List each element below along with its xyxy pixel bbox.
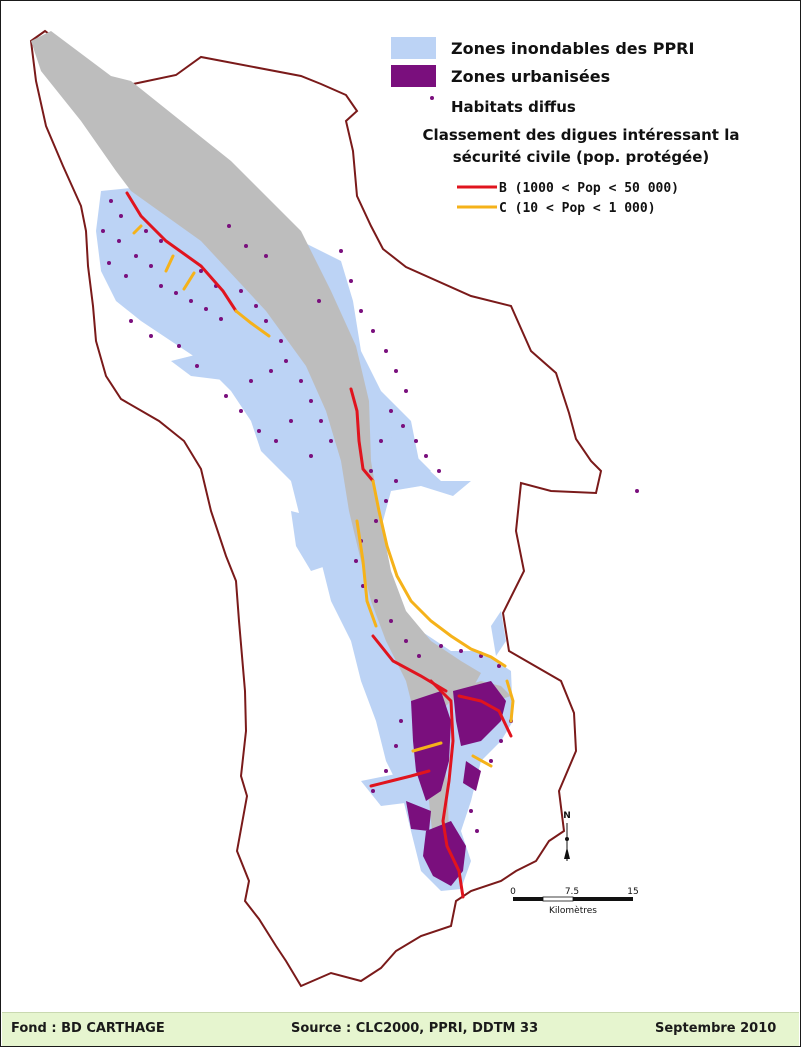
north-arrow-icon: N <box>563 811 571 861</box>
legend-flood-swatch <box>391 37 436 59</box>
dikes-class-c <box>132 224 515 768</box>
north-arrow-label: N <box>563 811 571 821</box>
footer-basemap: Fond : BD CARTHAGE <box>11 1021 165 1036</box>
legend-dikes-title-1: Classement des digues intéressant la <box>423 126 740 144</box>
legend-dikes-title-2: sécurité civile (pop. protégée) <box>453 148 710 166</box>
legend-flood-label: Zones inondables des PPRI <box>451 39 694 58</box>
scale-tick-1: 7.5 <box>565 887 579 897</box>
scale-bar: 0 7.5 15 Kilomètres <box>510 887 639 916</box>
scale-tick-2: 15 <box>627 887 638 897</box>
legend-class-b-label: B (1000 < Pop < 50 000) <box>499 181 679 196</box>
footer-source: Source : CLC2000, PPRI, DDTM 33 <box>291 1021 539 1036</box>
footer-date: Septembre 2010 <box>655 1021 777 1036</box>
legend-urban-swatch <box>391 65 436 87</box>
legend-urban-label: Zones urbanisées <box>451 67 610 86</box>
dikes-class-b <box>125 191 513 899</box>
flood-zones <box>96 186 513 891</box>
legend: Zones inondables des PPRI Zones urbanisé… <box>391 37 739 216</box>
legend-habitat-label: Habitats diffus <box>451 98 576 116</box>
scale-tick-0: 0 <box>510 887 516 897</box>
legend-class-c-label: C (10 < Pop < 1 000) <box>499 201 656 216</box>
footer-bar: Fond : BD CARTHAGE Source : CLC2000, PPR… <box>2 1012 799 1046</box>
map-canvas: Zones inondables des PPRI Zones urbanisé… <box>29 29 739 988</box>
legend-habitat-dot <box>430 96 434 100</box>
scale-unit: Kilomètres <box>549 905 597 916</box>
